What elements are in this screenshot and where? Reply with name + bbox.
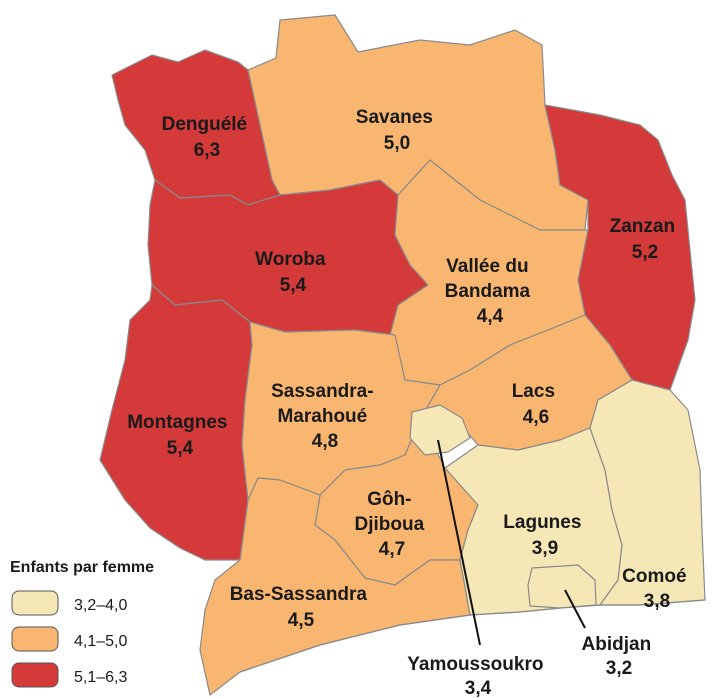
region-bas-sassandra[interactable]: [199, 477, 471, 696]
coastline: [239, 599, 706, 673]
label-goh: Gôh- Djiboua 4,7: [355, 489, 430, 560]
legend-label-low: 3,2–4,0: [74, 597, 127, 614]
label-denguele: Denguélé 6,3: [162, 114, 253, 161]
label-bas-sassandra: Bas-Sassandra 4,5: [230, 584, 373, 631]
leader-yamoussoukro: [437, 439, 481, 646]
legend-label-mid: 4,1–5,0: [74, 633, 127, 650]
label-zanzan: Zanzan 5,2: [610, 216, 681, 263]
legend-title: Enfants par femme: [10, 559, 154, 576]
label-vallee: Vallée du Bandama 4,4: [445, 256, 536, 327]
label-lagunes: Lagunes 3,9: [503, 512, 586, 559]
label-lacs: Lacs 4,6: [512, 381, 561, 428]
label-comoe: Comoé 3,8: [622, 566, 692, 612]
legend-label-high: 5,1–6,3: [74, 669, 127, 686]
legend: Enfants par femme 3,2–4,0 4,1–5,0 5,1–6,…: [10, 559, 154, 688]
label-montagnes: Montagnes 5,4: [127, 412, 233, 459]
legend-swatch-high: [11, 662, 59, 688]
region-shapes: [99, 14, 706, 696]
region-yamoussoukro[interactable]: [409, 404, 471, 456]
label-yamoussoukro: Yamoussoukro 3,4: [407, 654, 549, 698]
label-sassandra: Sassandra- Marahoué 4,8: [271, 381, 379, 452]
label-abidjan: Abidjan 3,2: [582, 634, 657, 679]
label-savanes: Savanes 5,0: [356, 107, 438, 154]
region-labels: Denguélé 6,3 Savanes 5,0 Zanzan 5,2 Woro…: [127, 107, 692, 698]
region-abidjan[interactable]: [527, 564, 597, 609]
legend-swatch-mid: [11, 626, 59, 652]
label-woroba: Woroba 5,4: [255, 249, 331, 296]
legend-swatch-low: [11, 590, 59, 616]
leader-abidjan: [564, 589, 586, 629]
